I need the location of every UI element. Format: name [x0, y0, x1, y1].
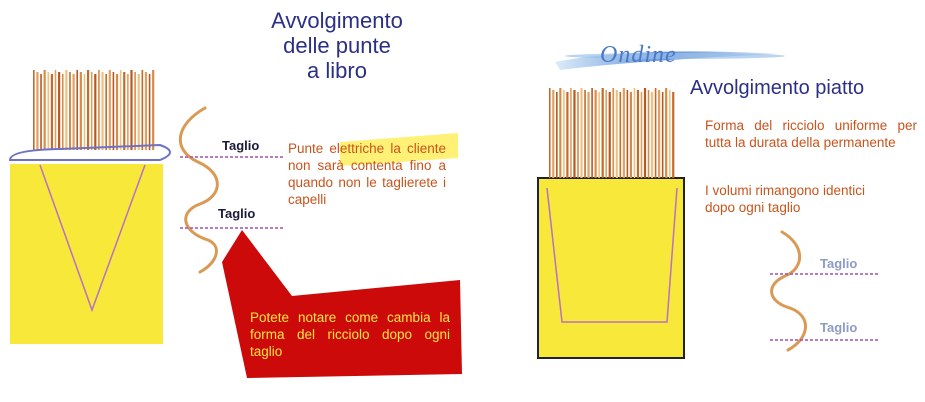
title-line-3: a libro	[307, 58, 367, 83]
cut-label-2-right: Taglio	[820, 320, 858, 335]
wrap-ellipse-left	[8, 143, 171, 161]
highlight-mark	[340, 133, 458, 166]
title-line-1: Avvolgimento	[271, 8, 403, 33]
description-right-2: I volumi rimangono identici dopo ogni ta…	[705, 183, 865, 215]
rod-paper-right	[537, 177, 685, 359]
cut-label-1-right: Taglio	[820, 256, 858, 271]
rod-paper-left	[10, 164, 163, 344]
trapezoid-outline-right	[546, 187, 678, 323]
curl-left	[179, 106, 219, 274]
title-book-end-wrap: Avvolgimento delle punte a libro	[232, 8, 442, 83]
description-right-1: Forma del ricciolo uniforme per tutta la…	[705, 118, 917, 150]
title-flat-wrap: Avvolgimento piatto	[690, 77, 865, 99]
callout-box	[222, 230, 462, 378]
title-line-2: delle punte	[283, 33, 391, 58]
hair-strands-left	[33, 70, 155, 150]
cone-outline-left	[39, 164, 146, 313]
hair-strands-right	[548, 88, 675, 178]
logo-swoosh-line	[565, 53, 785, 59]
curl-right	[770, 230, 807, 352]
cut-label-2-left: Taglio	[218, 206, 256, 221]
description-left: Punte elettriche la cliente non sarà con…	[288, 141, 446, 207]
callout-text: Potete notare come cambia la forma del r…	[250, 310, 450, 359]
ondine-logo: Ondine	[600, 42, 677, 68]
cut-label-1-left: Taglio	[222, 138, 260, 153]
